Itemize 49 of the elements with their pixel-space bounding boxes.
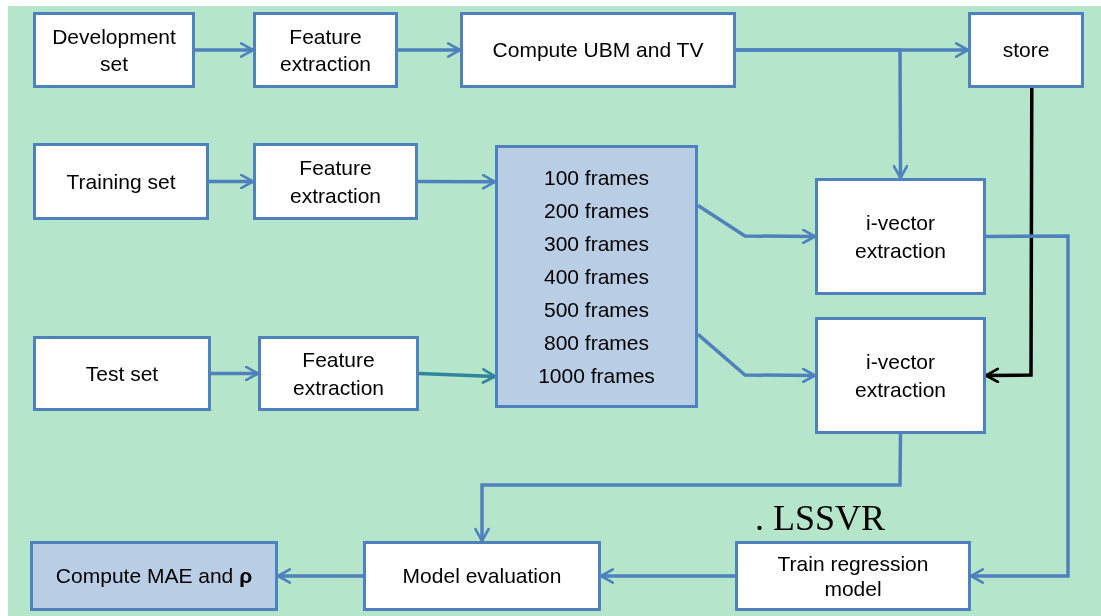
arrow <box>211 365 260 382</box>
method-label: . LSSVR <box>755 497 886 539</box>
node-label: 100 frames <box>543 165 650 191</box>
node-label: Compute UBM and TV <box>492 37 704 64</box>
arrow <box>969 234 1070 584</box>
process-box <box>33 336 211 411</box>
node-label: 200 frames <box>543 198 650 224</box>
process-box <box>33 143 209 220</box>
node-label: Feature extraction <box>288 155 382 209</box>
node-label: 400 frames <box>543 264 650 290</box>
process-box <box>460 12 736 88</box>
process-box <box>363 541 601 611</box>
node-label: Development set <box>51 23 177 77</box>
node-label: Compute MAE and ρ <box>55 563 253 590</box>
process-box <box>253 12 398 88</box>
arrow <box>418 173 497 190</box>
arrow <box>697 204 817 245</box>
node-label: i-vector extraction <box>853 210 947 264</box>
frames-box <box>495 145 698 408</box>
node-label: 300 frames <box>543 231 650 257</box>
process-box <box>30 541 278 611</box>
arrow <box>474 434 903 543</box>
node-label: store <box>1002 37 1050 64</box>
node-label: 500 frames <box>543 297 650 323</box>
node-label: Model evaluation <box>402 563 562 590</box>
arrow <box>696 333 817 384</box>
process-box <box>815 317 986 434</box>
arrow <box>599 568 735 584</box>
process-box <box>815 178 986 295</box>
process-box <box>968 12 1084 88</box>
node-label: Training set <box>66 168 176 195</box>
arrow <box>398 42 462 58</box>
node-label: Feature extraction <box>291 347 385 401</box>
node-label: i-vector extraction <box>853 349 947 403</box>
process-box <box>735 541 971 611</box>
arrow <box>984 88 1034 384</box>
arrow <box>736 48 909 180</box>
arrow <box>276 568 363 584</box>
node-label: Feature extraction <box>278 23 372 77</box>
process-box <box>253 143 418 220</box>
node-label: Test set <box>85 360 159 387</box>
arrow <box>418 368 497 384</box>
node-label: 1000 frames <box>538 363 655 389</box>
arrow <box>209 173 255 190</box>
node-label: Train regression model <box>776 550 930 602</box>
arrow <box>195 42 255 58</box>
process-box <box>258 336 419 411</box>
node-label: 800 frames <box>543 330 650 356</box>
process-box <box>33 12 195 88</box>
